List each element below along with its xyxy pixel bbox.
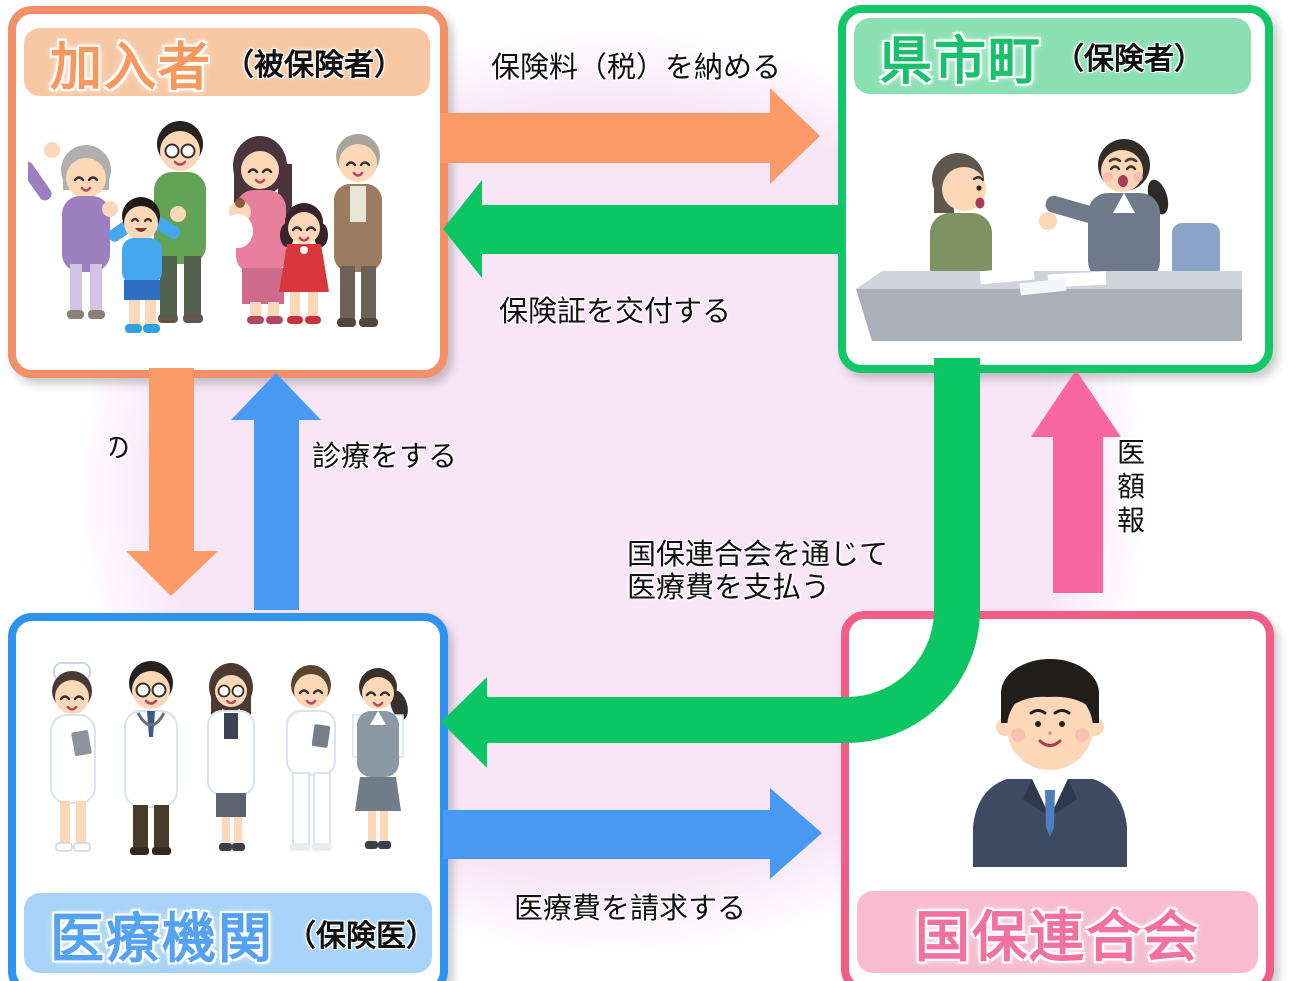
label-present-card-partial: の [110, 431, 131, 460]
label-pay-medical: 国保連合会を通じて 医療費を支払う [627, 537, 889, 604]
clerk-figure [1039, 139, 1169, 281]
box-insured: 加入者 （被保険者） [8, 6, 448, 378]
medical-staff-illustration [50, 661, 408, 855]
desk [856, 266, 1242, 341]
box-medical-header: 医療機関 （保険医） [24, 893, 436, 973]
box-insurer-subtitle: （保険者） [1054, 42, 1205, 77]
grandma-figure [28, 142, 111, 319]
box-medical-title: 医療機関 [50, 906, 274, 970]
father-figure [154, 121, 206, 323]
female-doctor-figure [207, 663, 255, 851]
label-claim: 医療費を請求する [513, 891, 746, 925]
label-treatment: 診療をする [312, 439, 458, 473]
box-federation-header: 国保連合会 [857, 891, 1258, 973]
visitor-figure [930, 153, 992, 291]
doctor-figure [124, 661, 178, 855]
box-federation: 国保連合会 [841, 611, 1274, 981]
label-issue-card: 保険証を交付する [498, 294, 731, 328]
box-insurer-title: 県市町 [880, 31, 1043, 92]
box-insurer: 県市町 （保険者） [838, 5, 1273, 373]
boy-figure [102, 197, 186, 333]
mother-baby-figure [223, 136, 292, 324]
male-nurse-figure [286, 665, 336, 851]
box-insured-title: 加入者 [50, 37, 213, 98]
girl-figure [279, 203, 329, 324]
family-illustration [28, 121, 382, 333]
label-pay-premium: 保険料（税）を納める [490, 50, 781, 84]
grandpa-figure [334, 134, 382, 327]
box-medical-subtitle: （保険医） [286, 919, 436, 954]
counter-consultation-illustration [856, 139, 1242, 341]
box-medical: 医療機関 （保険医） [8, 613, 448, 981]
box-insurer-header: 県市町 （保険者） [854, 18, 1251, 94]
label-report-partial: 医 額 報 [1117, 436, 1146, 537]
businessman-figure [973, 659, 1127, 867]
office-woman-figure [352, 668, 408, 849]
box-insured-header: 加入者 （被保険者） [24, 28, 430, 98]
nurse-figure [50, 662, 96, 852]
box-federation-title: 国保連合会 [914, 905, 1200, 969]
businessman-illustration [973, 659, 1127, 867]
box-insured-subtitle: （被保険者） [224, 48, 405, 83]
